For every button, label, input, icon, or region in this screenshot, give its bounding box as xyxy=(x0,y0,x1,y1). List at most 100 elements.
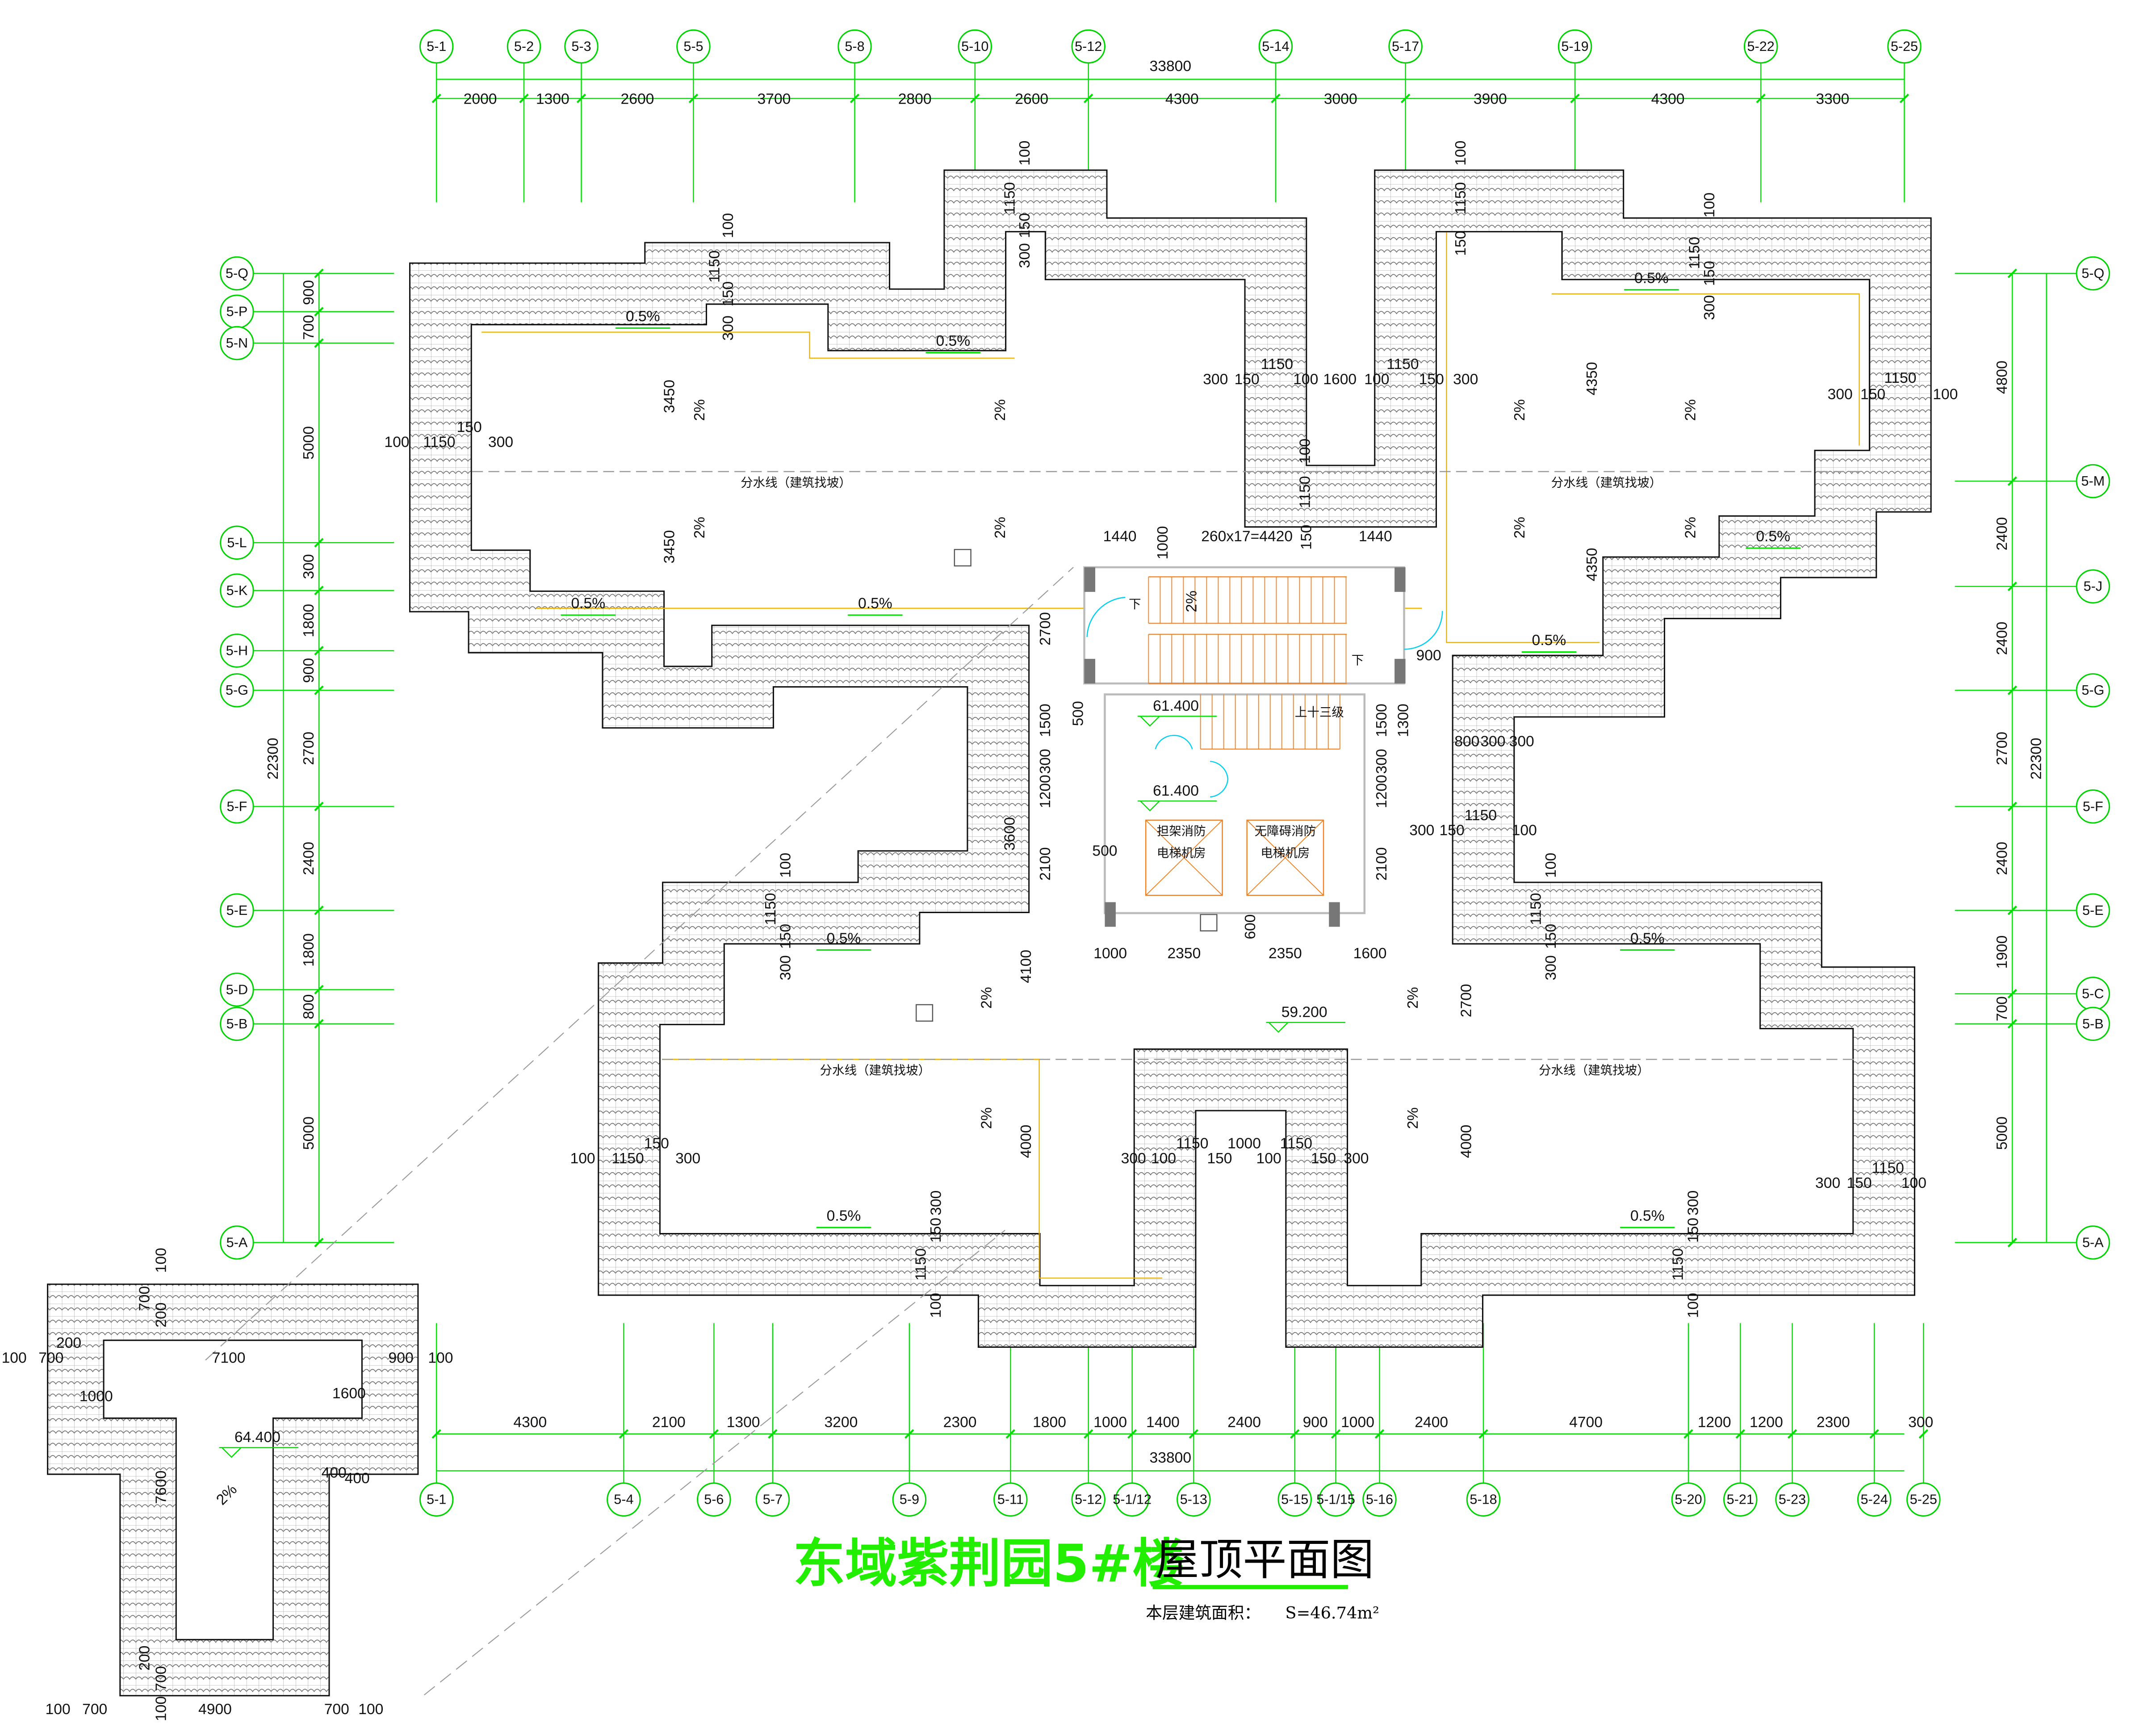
dimension-label: 1000 xyxy=(1093,1414,1127,1430)
axis-bubble xyxy=(1362,1482,1397,1517)
dim-tick xyxy=(2007,685,2017,695)
dimension-label: 2300 xyxy=(1817,1414,1850,1430)
structural-column xyxy=(1105,902,1116,927)
slope-label: 0.5% xyxy=(1756,528,1790,545)
axis-bottom-0: 5-1 xyxy=(419,1482,454,1517)
dim-tick xyxy=(1787,1429,1797,1439)
slope-label: 0.5% xyxy=(571,595,605,612)
dim-tick xyxy=(2007,476,2017,486)
axis-bottom-15: 5-23 xyxy=(1775,1482,1809,1517)
axis-right-7: 5-B xyxy=(2076,1006,2110,1041)
parapet-line xyxy=(482,331,1015,359)
axis-bottom-13: 5-20 xyxy=(1671,1482,1706,1517)
axis-label: 5-12 xyxy=(1075,1492,1102,1507)
note-label: 电梯机房 xyxy=(1157,846,1206,860)
title-block: 东域紫荆园5#楼 屋顶平面图 本层建筑面积： S=46.74m² xyxy=(793,1534,1379,1623)
axis-label: 5-5 xyxy=(683,39,703,54)
dimension-label: 200 xyxy=(56,1335,81,1351)
axis-bubble xyxy=(220,1225,254,1260)
dim-tick xyxy=(1683,1429,1693,1439)
axis-top-2: 5-3 xyxy=(564,29,599,64)
dimension-label: 1200 xyxy=(1037,775,1054,808)
dim-tick xyxy=(2007,1237,2017,1248)
dimension-label: 1440 xyxy=(1359,528,1392,545)
dim-tick xyxy=(904,1429,914,1439)
axis-bubble xyxy=(1466,1482,1501,1517)
dimension-label: 1150 xyxy=(762,893,779,925)
door-swing-icon xyxy=(1210,761,1229,798)
dimension-label: 1150 xyxy=(1001,182,1018,214)
axis-label: 5-Q xyxy=(226,266,248,281)
dimension-label: 2000 xyxy=(464,91,497,108)
axis-bubble xyxy=(2076,1225,2110,1260)
dimension-label: 100 xyxy=(46,1701,71,1718)
slope-label: 2% xyxy=(1405,1107,1421,1129)
dimension-label: 2800 xyxy=(898,91,932,108)
dimension-label: 150 xyxy=(1685,1218,1701,1243)
dim-tick xyxy=(314,646,324,656)
slope-label: 0.5% xyxy=(1634,270,1669,286)
dimension-label: 1150 xyxy=(707,250,723,282)
dim-tick xyxy=(1478,1429,1488,1439)
door-swing-icon xyxy=(1086,596,1126,637)
dimension-label: 300 xyxy=(1908,1414,1933,1430)
slope-label: 2% xyxy=(978,987,995,1009)
dim-tick xyxy=(2007,801,2017,812)
axis-right-1: 5-M xyxy=(2076,464,2110,499)
dimension-label: 2700 xyxy=(1458,984,1474,1017)
axis-bubble xyxy=(2076,256,2110,291)
dimension-label: 100 xyxy=(928,1293,944,1318)
axis-bottom-7: 5-1/12 xyxy=(1113,1482,1152,1517)
dim-tick xyxy=(2007,268,2017,278)
axis-label: 5-A xyxy=(2082,1235,2104,1250)
dimension-label: 2400 xyxy=(1994,517,2010,550)
axis-label: 5-H xyxy=(226,643,248,658)
axis-label: 5-F xyxy=(2083,799,2103,814)
reference-line xyxy=(205,567,1074,1361)
axis-top-3: 5-5 xyxy=(676,29,711,64)
area-label: 本层建筑面积： xyxy=(1146,1603,1260,1623)
axis-top-7: 5-14 xyxy=(1258,29,1293,64)
dim-tick xyxy=(314,801,324,812)
dimension-label: 300 xyxy=(1480,734,1505,750)
dimension-label: 1150 xyxy=(1280,1135,1312,1152)
dim-tick xyxy=(1400,93,1411,104)
dim-tick xyxy=(688,93,699,104)
dim-tick xyxy=(314,338,324,348)
dimension-label: 1150 xyxy=(1261,356,1293,373)
dimension-label: 150 xyxy=(1298,524,1315,549)
dimension-label: 700 xyxy=(38,1350,63,1367)
dimension-label: 300 xyxy=(1121,1150,1146,1167)
dimension-label: 1600 xyxy=(1353,945,1387,962)
dim-tick xyxy=(314,538,324,548)
dimension-label: 2100 xyxy=(652,1414,686,1430)
dimension-label: 2100 xyxy=(1037,847,1054,881)
axis-top-4: 5-8 xyxy=(838,29,872,64)
dimension-label: 1600 xyxy=(1323,371,1357,388)
dimension-label: 1150 xyxy=(913,1248,930,1280)
dim-total-top: 33800 xyxy=(1150,58,1192,75)
axis-label: 5-13 xyxy=(1180,1492,1207,1507)
dimension-label: 800 xyxy=(301,994,317,1019)
structural-column xyxy=(1394,658,1406,683)
dimension-label: 2600 xyxy=(621,91,654,108)
axis-label: 5-9 xyxy=(900,1492,919,1507)
dim-tick xyxy=(576,93,586,104)
axis-bubble xyxy=(838,29,872,64)
dimension-label: 1150 xyxy=(1528,893,1545,925)
slope-label: 0.5% xyxy=(1630,1208,1665,1224)
note-label: 分水线（建筑找坡） xyxy=(1551,475,1662,490)
dimension-label: 700 xyxy=(324,1701,349,1718)
slope-label: 0.5% xyxy=(827,1208,861,1224)
dimension-label: 1200 xyxy=(1750,1414,1783,1430)
axis-label: 5-E xyxy=(2082,903,2104,918)
roof-tile-band xyxy=(48,1285,418,1695)
axis-bubble xyxy=(1857,1482,1892,1517)
dimension-label: 150 xyxy=(1311,1150,1336,1167)
axis-label: 5-2 xyxy=(514,39,534,54)
dimension-label: 300 xyxy=(720,315,737,340)
axis-left-8: 5-E xyxy=(220,893,254,928)
dimension-label: 100 xyxy=(153,1248,169,1273)
dimension-label: 300 xyxy=(1701,295,1718,320)
axis-label: 5-F xyxy=(226,799,247,814)
